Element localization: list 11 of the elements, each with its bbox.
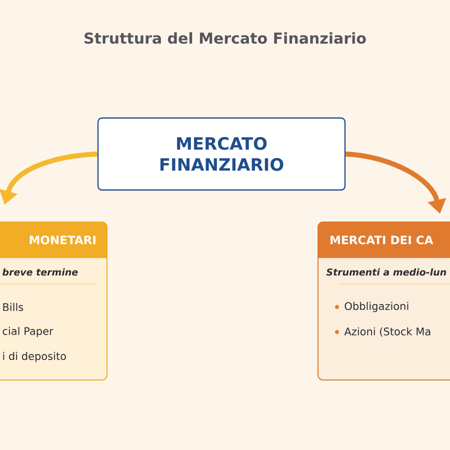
root-box: MERCATO FINANZIARIO xyxy=(97,117,346,191)
header-text: MERCATI DEI CA xyxy=(330,236,434,244)
list-item: i di deposito xyxy=(3,352,66,362)
subtitle: Strumenti a medio-lun xyxy=(326,268,446,276)
title: Struttura del Mercato Finanziario xyxy=(84,32,366,44)
header-text: MONETARI xyxy=(30,236,96,244)
list-item: cial Paper xyxy=(2,326,54,338)
list-item: Bills xyxy=(3,302,24,312)
subtitle: breve termine xyxy=(2,268,78,276)
list-item: Obbligazioni xyxy=(344,302,408,312)
list-item: Azioni (Stock Ma xyxy=(344,327,430,337)
